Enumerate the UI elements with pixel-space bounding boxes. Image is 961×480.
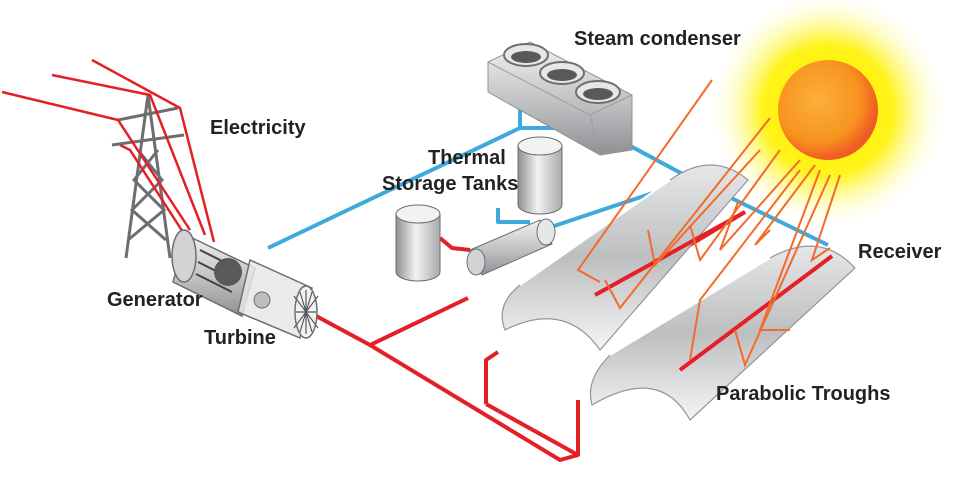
label-thermal-storage-line2: Storage Tanks (382, 173, 518, 195)
label-parabolic-troughs: Parabolic Troughs (716, 383, 890, 405)
label-electricity: Electricity (210, 117, 306, 139)
label-receiver: Receiver (858, 241, 942, 263)
label-steam-condenser: Steam condenser (574, 28, 741, 50)
steam-condenser-icon (487, 41, 633, 156)
label-generator: Generator (107, 289, 203, 311)
sun-icon (710, 0, 946, 228)
storage-tank-icon (466, 218, 556, 276)
parabolic-trough-icon (589, 245, 856, 421)
transmission-tower-icon (1, 58, 216, 259)
storage-tank-icon (517, 136, 563, 215)
storage-tank-icon (395, 204, 441, 282)
generator-icon (171, 229, 256, 318)
sun-rays (576, 79, 841, 368)
label-thermal-storage-line1: Thermal (428, 147, 506, 169)
turbine-icon (237, 258, 319, 340)
parabolic-trough-icon (501, 164, 749, 351)
label-turbine: Turbine (204, 327, 276, 349)
